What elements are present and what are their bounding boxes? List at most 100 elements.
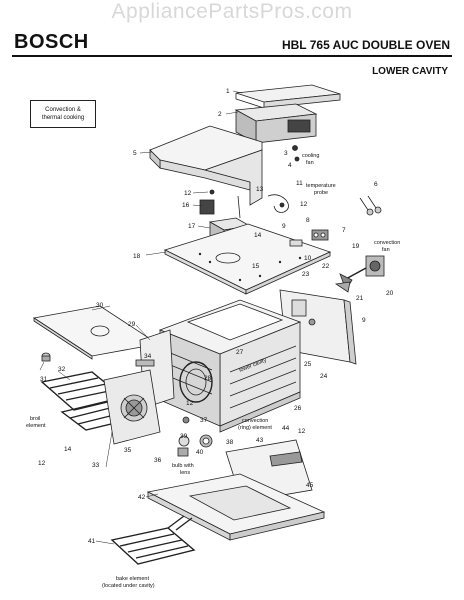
callout-9a: 9	[282, 223, 286, 230]
part-28-ring-element	[179, 361, 213, 403]
callout-29: 29	[128, 321, 136, 328]
part-7-terminal-block	[311, 229, 329, 241]
callout-45: 45	[306, 482, 314, 489]
callout-43: 43	[256, 437, 264, 444]
part-31-knob	[41, 352, 51, 362]
part-19-convection-fan	[334, 255, 385, 293]
label-cooling-fan-2: fan	[306, 160, 314, 166]
part-16-switch	[199, 199, 215, 215]
callout-12a: 12	[184, 190, 192, 197]
callout-41: 41	[88, 538, 96, 545]
callout-12d: 12	[38, 460, 46, 467]
part-32-broil-element	[40, 371, 138, 431]
part-30-plate	[32, 305, 160, 360]
label-temp-probe-2: probe	[314, 190, 328, 196]
part-41-bake-element	[110, 515, 196, 565]
callout-14a: 14	[254, 232, 262, 239]
callout-21: 21	[356, 295, 364, 302]
callout-31: 31	[40, 376, 48, 383]
callout-22: 22	[322, 263, 330, 270]
callout-40: 40	[196, 449, 204, 456]
part-4-screw	[294, 156, 300, 162]
callout-16: 16	[182, 202, 190, 209]
callout-42: 42	[138, 494, 146, 501]
callout-33: 33	[92, 462, 100, 469]
callout-38: 38	[226, 439, 234, 446]
part-11-temp-probe	[267, 194, 289, 213]
note-box: Convection & thermal cooking	[30, 100, 96, 128]
callout-28: 28	[204, 375, 212, 382]
label-bulb-lens-2: lens	[180, 470, 190, 476]
part-12-screw-b	[279, 202, 285, 208]
part-26-bottom-shield	[219, 391, 301, 433]
callout-44: 44	[282, 425, 290, 432]
callout-12c: 12	[186, 400, 194, 407]
callout-32: 32	[58, 366, 66, 373]
callout-7: 7	[342, 227, 346, 234]
callout-12e: 12	[298, 428, 306, 435]
callout-18: 18	[133, 253, 141, 260]
part-18-top-plate	[163, 223, 332, 295]
label-broil-element-1: broil	[30, 416, 40, 422]
part-13-bracket	[237, 195, 241, 219]
callout-35: 35	[124, 447, 132, 454]
label-temp-probe-1: temperature	[306, 183, 336, 189]
callout-19: 19	[352, 243, 360, 250]
part-40-bulb-lens	[177, 416, 213, 457]
part-6-screws	[359, 195, 382, 216]
part-12-screw-a	[209, 189, 215, 195]
callout-11: 11	[296, 180, 303, 187]
part-3-screw	[292, 145, 298, 151]
callout-34: 34	[144, 353, 152, 360]
label-cooling-fan-1: cooling	[302, 153, 319, 159]
label-bulb-lens-1: bulb with	[172, 463, 194, 469]
callout-8: 8	[306, 217, 310, 224]
callout-36: 36	[154, 457, 162, 464]
callout-10: 10	[304, 255, 312, 262]
section-title: LOWER CAVITY	[372, 66, 448, 77]
header-rule	[12, 55, 452, 57]
part-27-lower-cavity	[158, 299, 302, 427]
callout-12b: 12	[300, 201, 308, 208]
brand-logo: BOSCH	[14, 31, 89, 53]
callout-24: 24	[320, 373, 328, 380]
note-line-2: thermal cooking	[41, 115, 85, 121]
part-35-rear-panel	[103, 369, 161, 445]
callout-3: 3	[284, 150, 288, 157]
callout-2: 2	[218, 111, 222, 118]
part-1-top-rail	[235, 84, 341, 109]
part-2-cooling-fan	[234, 103, 318, 144]
watermark: AppliancePartsPros.com	[111, 0, 353, 23]
callout-6: 6	[374, 181, 378, 188]
callout-30: 30	[96, 302, 104, 309]
callout-17: 17	[188, 223, 196, 230]
part-42-bottom-tray	[146, 473, 326, 541]
callout-5: 5	[133, 150, 137, 157]
callout-20: 20	[386, 290, 394, 297]
label-bake-element-1: bake element	[116, 576, 149, 582]
label-ring-element-2: (ring) element	[238, 425, 272, 431]
callout-26: 26	[294, 405, 302, 412]
label-bake-element-2: (located under cavity)	[102, 583, 155, 589]
callout-13: 13	[256, 186, 264, 193]
callout-14b: 14	[64, 446, 72, 453]
callout-1: 1	[226, 88, 230, 95]
part-5-duct-cover	[149, 125, 263, 206]
callout-numbers: 1 2 3 4 5 6 7 8 9 9 10 11 12 12 12 12 12…	[38, 88, 394, 545]
callout-15: 15	[252, 263, 260, 270]
leader-lines	[39, 90, 243, 545]
callout-39: 39	[180, 433, 188, 440]
callout-25: 25	[304, 361, 312, 368]
callout-27: 27	[236, 349, 244, 356]
model-title: HBL 765 AUC DOUBLE OVEN	[281, 38, 450, 52]
callout-23: 23	[302, 271, 310, 278]
callout-37: 37	[200, 417, 208, 424]
label-convection-fan-2: fan	[382, 247, 390, 253]
callout-4: 4	[288, 162, 292, 169]
label-broil-element-2: element	[26, 423, 46, 429]
callout-9b: 9	[362, 317, 366, 324]
label-convection-fan-1: convection	[374, 240, 400, 246]
part-10-bracket	[289, 239, 303, 247]
